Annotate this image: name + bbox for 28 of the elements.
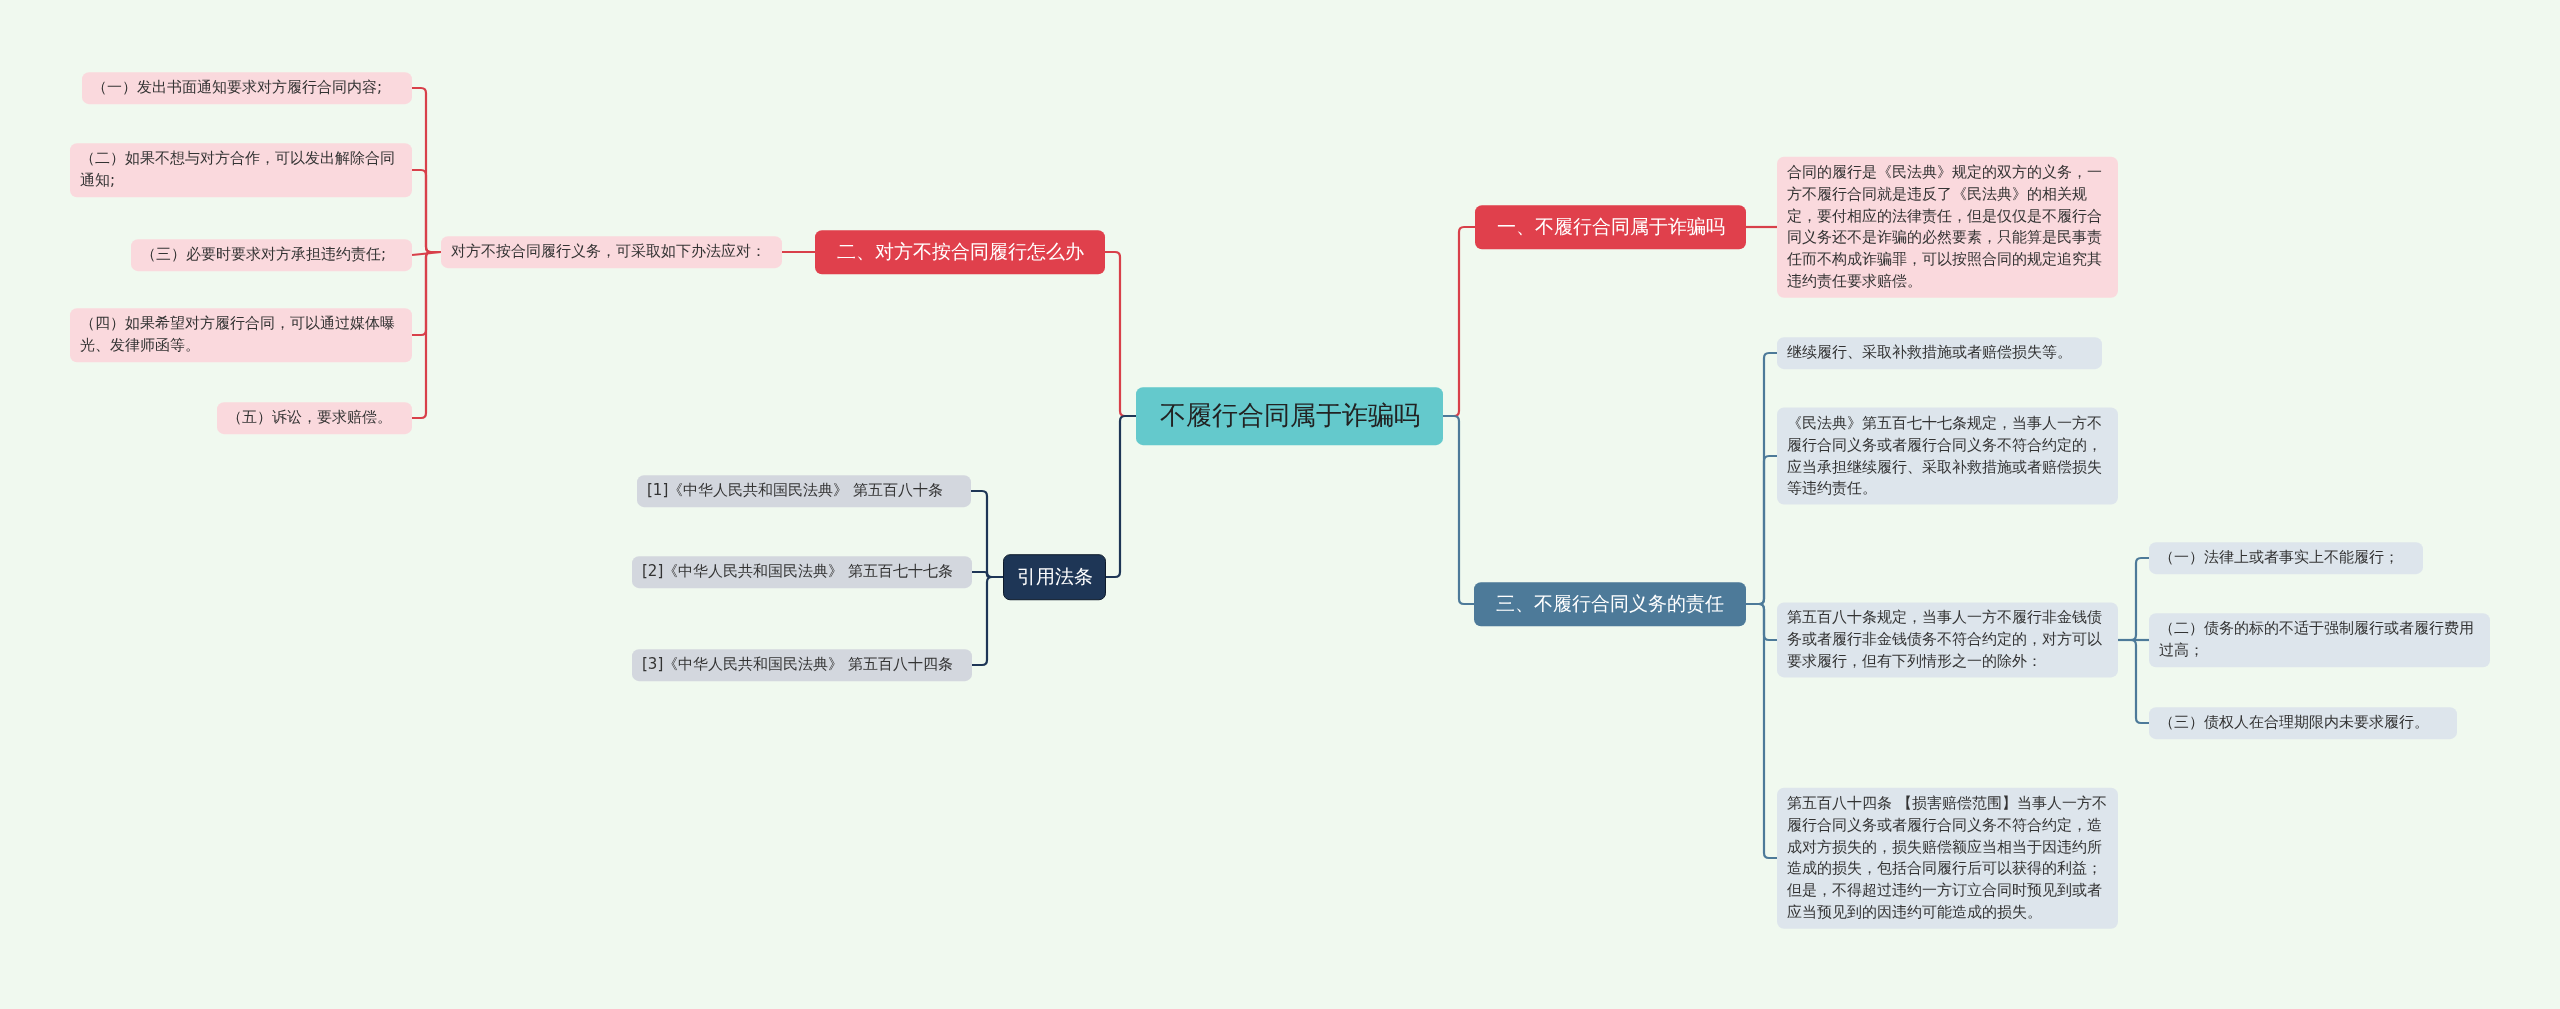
connector-line (972, 575, 1003, 667)
citation-card: [1]《中华人民共和国民法典》 第五百八十条 (637, 475, 971, 507)
text-card: 《民法典》第五百七十七条规定，当事人一方不履行合同义务或者履行合同义务不符合约定的，应当承担继续履行、采取补救措施或者赔偿损失等违约责任。 (1777, 407, 2118, 505)
text-card: 第五百八十条规定，当事人一方不履行非金钱债务或者履行非金钱债务不符合约定的，对方可以要求履行，但有下列情形之一的除外： (1777, 602, 2118, 678)
text-card: 继续履行、采取补救措施或者赔偿损失等。 (1777, 337, 2102, 369)
connector-line (1443, 414, 1474, 606)
text-card: （一）发出书面通知要求对方履行合同内容; (82, 72, 412, 104)
text-card: （二）债务的标的不适于强制履行或者履行费用过高； (2149, 613, 2490, 667)
text-card: 第五百八十四条 【损害赔偿范围】当事人一方不履行合同义务或者履行合同义务不符合约定，造成对方损失的，损失赔偿额应当相当于因违约所造成的损失，包括合同履行后可以获得的利益；但是，不得超过违约一方订立合同时预见到或者应当预见到的因违约可能造成的损失。 (1777, 787, 2118, 929)
citation-card: [2]《中华人民共和国民法典》 第五百七十七条 (632, 556, 972, 588)
text-card: （三）债权人在合理期限内未要求履行。 (2149, 707, 2457, 739)
text-card: （五）诉讼，要求赔偿。 (217, 402, 412, 434)
text-card: （四）如果希望对方履行合同，可以通过媒体曝光、发律师函等。 (70, 308, 412, 362)
branch-topic: 一、不履行合同属于诈骗吗 (1475, 205, 1746, 249)
text-card: 合同的履行是《民法典》规定的双方的义务，一方不履行合同就是违反了《民法典》的相关规定，要付相应的法律责任，但是仅仅是不履行合同义务还不是诈骗的必然要素，只能算是民事责任而不构成诈骗罪，可以按照合同的规定追究其违约责任要求赔偿。 (1777, 156, 2118, 298)
connector-line (412, 250, 441, 420)
connector-line (1746, 225, 1777, 229)
text-card: （二）如果不想与对方合作，可以发出解除合同通知; (70, 143, 412, 197)
text-card: 对方不按合同履行义务，可采取如下办法应对： (441, 236, 782, 268)
citation-card: [3]《中华人民共和国民法典》 第五百八十四条 (632, 649, 972, 681)
text-card: （一）法律上或者事实上不能履行； (2149, 542, 2423, 574)
branch-topic: 二、对方不按合同履行怎么办 (815, 230, 1105, 274)
connector-line (782, 250, 815, 254)
connector-line (1106, 414, 1136, 579)
branch-topic: 引用法条 (1003, 554, 1106, 600)
text-card: （三）必要时要求对方承担违约责任; (131, 239, 412, 271)
central-topic: 不履行合同属于诈骗吗 (1136, 387, 1443, 445)
branch-topic: 三、不履行合同义务的责任 (1474, 582, 1746, 626)
